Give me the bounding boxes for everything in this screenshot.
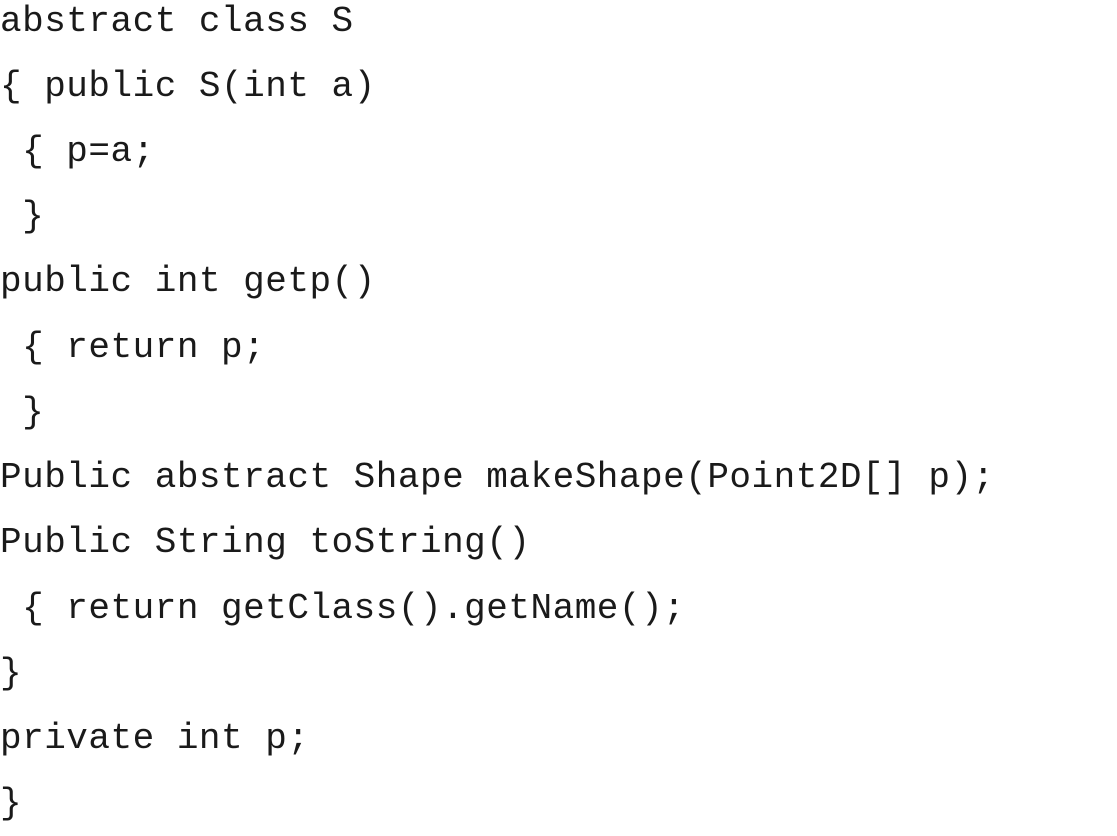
code-line: }	[0, 783, 23, 824]
code-line: Public String toString()	[0, 522, 531, 563]
code-line: private int p;	[0, 718, 310, 759]
code-line: { return p;	[0, 327, 266, 368]
code-line: public int getp()	[0, 261, 376, 302]
code-line: abstract class S	[0, 1, 354, 42]
code-line: { p=a;	[0, 131, 155, 172]
code-line: }	[0, 653, 23, 694]
code-line: }	[0, 392, 45, 433]
code-listing: abstract class S { public S(int a) { p=a…	[0, 1, 995, 824]
code-line: }	[0, 196, 45, 237]
code-line: Public abstract Shape makeShape(Point2D[…	[0, 457, 995, 498]
code-line: { public S(int a)	[0, 66, 376, 107]
code-line: { return getClass().getName();	[0, 588, 686, 629]
